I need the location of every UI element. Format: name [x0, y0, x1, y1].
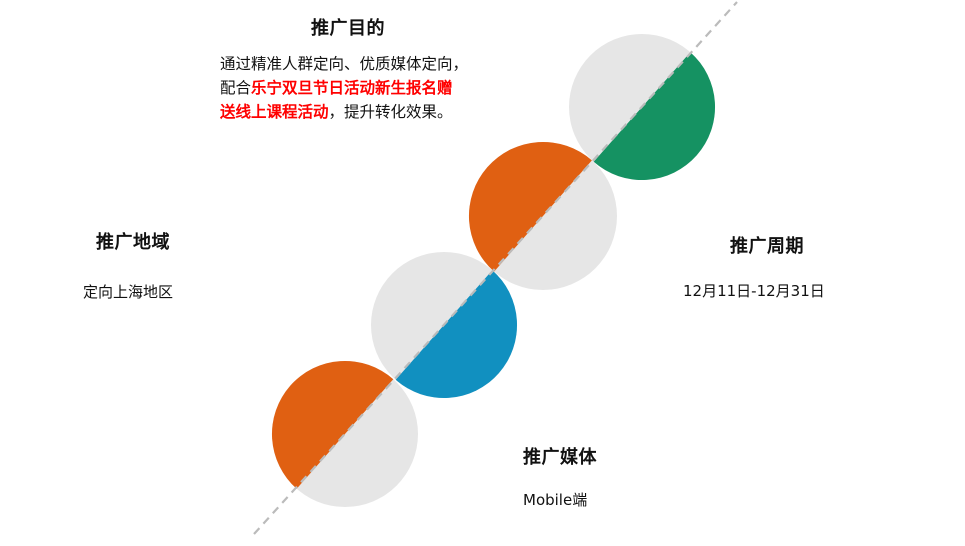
circle-1-green-half — [593, 52, 716, 181]
circle-4 — [271, 360, 418, 507]
purpose-title: 推广目的 — [311, 18, 385, 39]
purpose-highlight-1: 乐宁双旦节日活动新生报名赠 — [251, 79, 453, 97]
region-value: 定向上海地区 — [83, 283, 174, 301]
purpose-line-2-prefix: 配合 — [220, 79, 252, 97]
purpose-line-1: 通过精准人群定向、优质媒体定向， — [220, 55, 469, 73]
diagonal-dashed-line — [253, 1, 738, 535]
circle-2-orange-half — [468, 141, 592, 272]
media-title: 推广媒体 — [523, 447, 597, 468]
purpose-highlight-2: 送线上课程活动 — [220, 103, 329, 121]
circle-3-blue-half — [395, 270, 518, 399]
purpose-line-3-suffix: ，提升转化效果。 — [328, 103, 453, 121]
media-value: Mobile端 — [523, 491, 588, 509]
circle-4-orange-half — [271, 360, 394, 489]
period-value: 12月11日-12月31日 — [683, 282, 825, 300]
circle-2 — [468, 141, 617, 290]
region-title: 推广地域 — [96, 232, 170, 253]
period-title: 推广周期 — [730, 236, 804, 257]
purpose-description: 通过精准人群定向、优质媒体定向， 配合乐宁双旦节日活动新生报名赠 送线上课程活动… — [220, 52, 520, 124]
purpose-line-3: 送线上课程活动，提升转化效果。 — [220, 100, 520, 124]
purpose-line-2: 配合乐宁双旦节日活动新生报名赠 — [220, 76, 520, 100]
